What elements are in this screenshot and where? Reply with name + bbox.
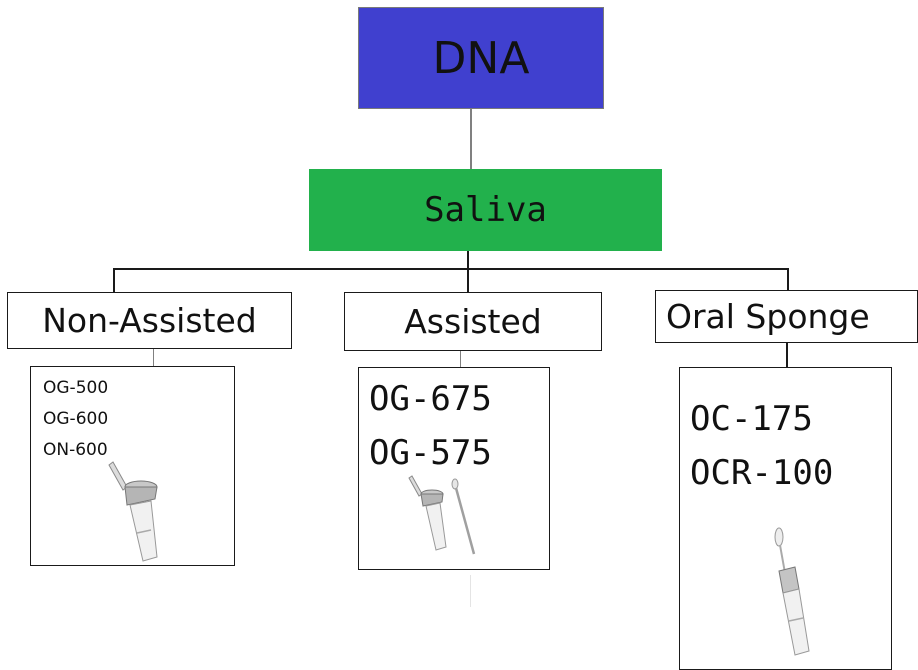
dna-box: DNA xyxy=(358,7,604,109)
non-assisted-products-box: OG-500 OG-600 ON-600 xyxy=(30,366,235,566)
assisted-box: Assisted xyxy=(344,292,602,351)
connector-non-assisted-products xyxy=(153,349,154,366)
product-code: OC-175 xyxy=(690,399,813,439)
connector-saliva-trunk xyxy=(467,251,469,269)
assisted-label: Assisted xyxy=(404,302,542,341)
connector-dna-saliva xyxy=(470,109,472,169)
product-code: OG-575 xyxy=(369,433,492,473)
product-code: ON-600 xyxy=(43,440,108,460)
sponge-tube-icon xyxy=(774,527,810,656)
assisted-product-list: OG-675 OG-575 xyxy=(369,372,492,480)
connector-to-assisted xyxy=(467,268,469,292)
collection-tube-icon xyxy=(108,461,158,562)
connector-assisted-products xyxy=(460,351,461,367)
collection-tube-with-swab-icon xyxy=(408,475,476,555)
non-assisted-label: Non-Assisted xyxy=(42,301,257,340)
product-code: OG-600 xyxy=(43,409,109,429)
oral-sponge-box: Oral Sponge xyxy=(655,290,918,343)
faint-divider xyxy=(470,575,471,607)
saliva-label: Saliva xyxy=(424,190,547,230)
connector-oral-sponge-products xyxy=(786,343,788,367)
assisted-products-box: OG-675 OG-575 xyxy=(358,367,550,570)
product-code: OG-675 xyxy=(369,379,492,419)
oral-sponge-products-box: OC-175 OCR-100 xyxy=(679,367,892,670)
oral-sponge-label: Oral Sponge xyxy=(666,297,870,336)
non-assisted-product-list: OG-500 OG-600 ON-600 xyxy=(43,373,108,466)
oral-sponge-product-list: OC-175 OCR-100 xyxy=(690,392,833,500)
connector-to-non-assisted xyxy=(113,268,115,292)
connector-horizontal-bar xyxy=(113,268,788,270)
connector-to-oral-sponge xyxy=(787,268,789,290)
saliva-box: Saliva xyxy=(309,169,662,251)
product-code: OG-500 xyxy=(43,378,109,398)
non-assisted-box: Non-Assisted xyxy=(7,292,292,349)
dna-label: DNA xyxy=(432,32,530,84)
product-code: OCR-100 xyxy=(690,453,834,493)
